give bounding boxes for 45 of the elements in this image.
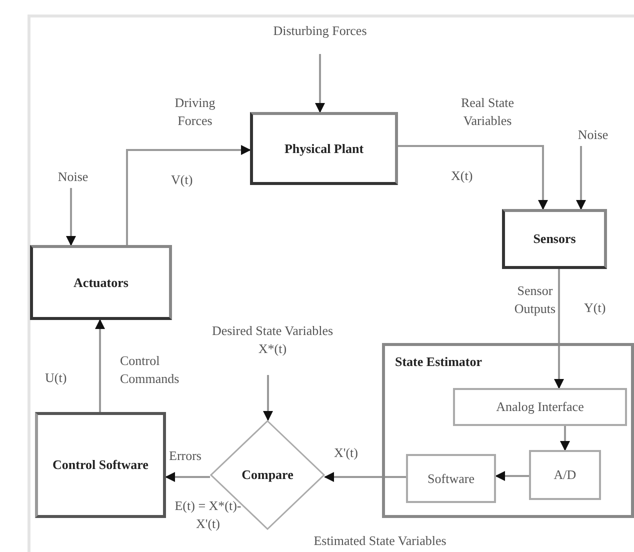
process-box [502, 209, 607, 269]
arrow [576, 146, 586, 210]
process-box [30, 245, 172, 320]
group-box [382, 343, 634, 518]
arrow [315, 54, 325, 113]
arrow [495, 471, 529, 481]
process-box [250, 112, 398, 185]
node-label: Compare [242, 467, 294, 483]
input-label: Noise [58, 168, 88, 186]
arrow [66, 188, 76, 246]
edge-label: X'(t) [333, 445, 360, 461]
node-label: Sensors [533, 231, 576, 247]
annotation-text: Sensor Outputs [513, 282, 557, 318]
arrow [126, 145, 251, 245]
node-label: Analog Interface [496, 398, 584, 416]
node-label: Actuators [74, 274, 128, 290]
arrow [263, 375, 273, 421]
edge-label: X(t) [450, 168, 474, 184]
arrow [398, 145, 548, 210]
arrow [324, 472, 406, 482]
input-label: X*(t) [258, 340, 287, 358]
node-label: Physical Plant [284, 140, 364, 156]
edge-label: Y(t) [583, 300, 607, 316]
input-label: Desired State Variables [212, 322, 334, 340]
arrow [554, 269, 564, 389]
node-label: A/D [554, 466, 576, 484]
process-box [529, 450, 601, 500]
process-box [406, 454, 496, 503]
arrow [95, 319, 105, 412]
process-box [35, 412, 166, 518]
annotation-text: Real State Variables [460, 94, 516, 130]
input-label: Disturbing Forces [273, 22, 367, 40]
annotation-text: Estimated State Variables [312, 532, 448, 550]
node-label: Control Software [52, 457, 148, 473]
node-label: Software [428, 470, 474, 488]
arrow [165, 472, 210, 482]
annotation-text: E(t) = X*(t)-X'(t) [174, 497, 242, 532]
annotation-text: Driving Forces [174, 94, 216, 130]
annotation-text: Control Commands [120, 352, 180, 388]
edge-label: U(t) [44, 370, 68, 386]
edge-label: V(t) [170, 172, 194, 188]
process-box [453, 388, 627, 426]
arrow [560, 426, 570, 451]
input-label: Noise [578, 126, 608, 144]
group-title: State Estimator [395, 354, 482, 370]
